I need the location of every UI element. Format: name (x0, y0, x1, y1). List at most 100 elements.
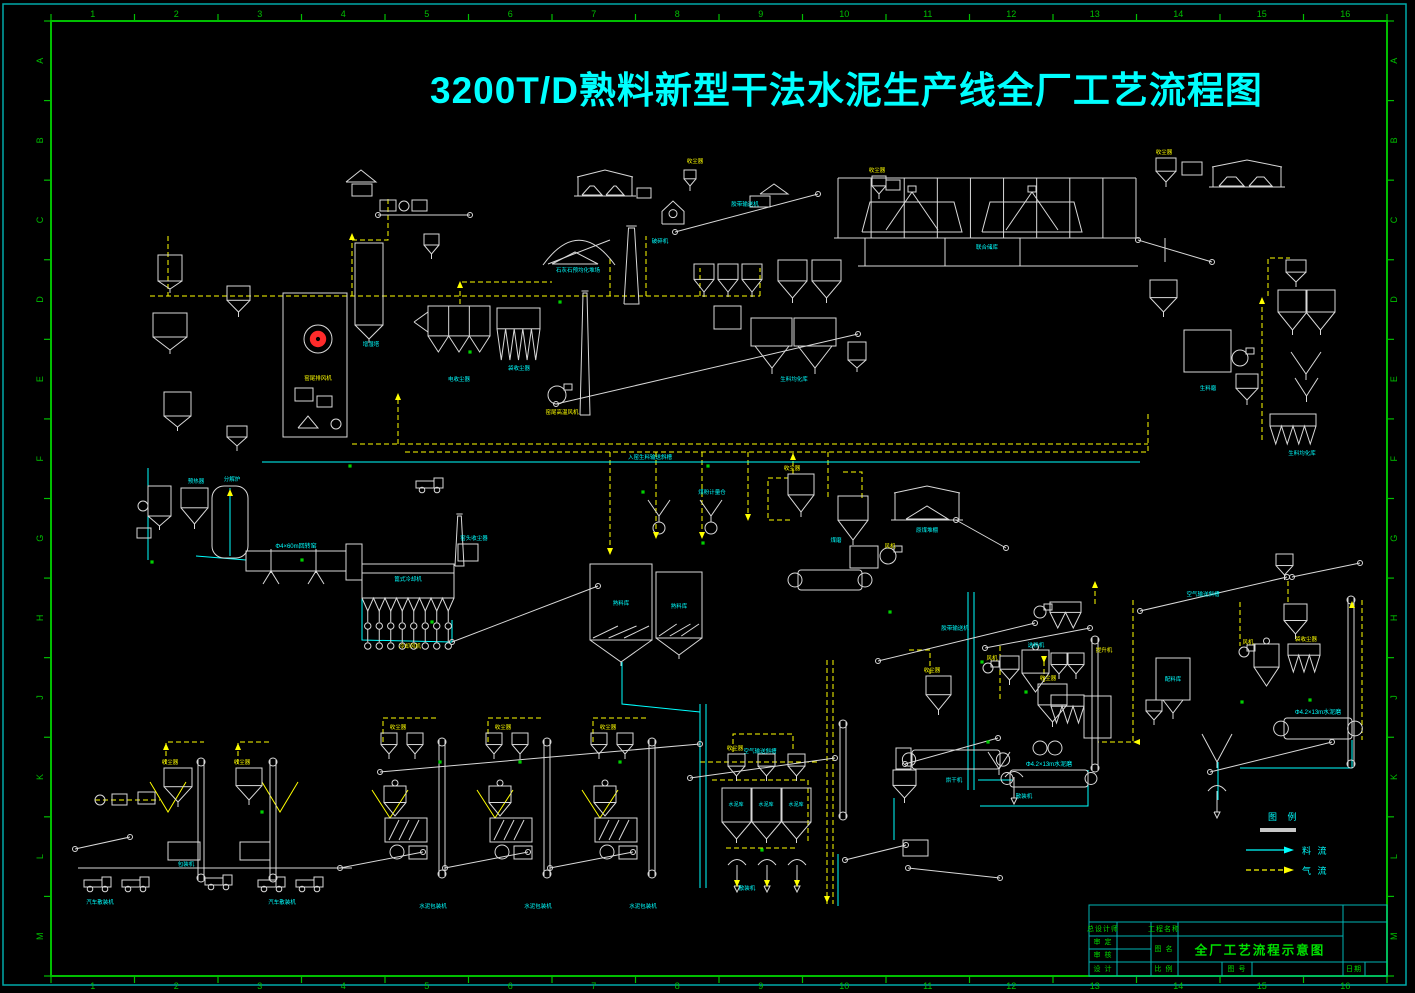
rect-symbol (111, 793, 128, 806)
approved-label: 审 定 (1093, 939, 1113, 946)
conveyor-symbol (377, 741, 703, 775)
funnel-symbol (699, 499, 723, 522)
spout-symbol (757, 859, 777, 894)
drawing-number-label: 图 号 (1227, 966, 1247, 973)
svg-text:6: 6 (508, 981, 513, 991)
conveyor-symbol (905, 865, 1003, 881)
truck-symbol (204, 874, 233, 891)
bagf-symbol (1287, 643, 1321, 674)
cyclone-symbol (380, 732, 398, 759)
sep-symbol (383, 779, 407, 817)
svg-text:H: H (1389, 615, 1399, 622)
circle-symbol (494, 844, 510, 860)
solid-flow-line-icon (1246, 846, 1294, 854)
cyclone-symbol (787, 473, 815, 517)
rect-symbol (457, 543, 479, 562)
circle-symbol (389, 844, 405, 860)
silo-symbol (147, 485, 172, 530)
shed-symbol (891, 485, 963, 521)
rect-symbol (316, 395, 333, 408)
svg-text:E: E (1389, 376, 1399, 382)
gas-flow-line (405, 414, 1149, 453)
svg-text:12: 12 (1006, 9, 1016, 19)
silo-symbol (751, 787, 782, 843)
cyclone-symbol (717, 263, 739, 297)
svg-text:10: 10 (839, 981, 849, 991)
gas-flow-line (487, 717, 543, 742)
svg-text:15: 15 (1257, 9, 1267, 19)
gas-flow-line (581, 789, 619, 819)
diagram-label: 包装机 (178, 860, 195, 868)
diagram-label: 胶带输送机 (941, 624, 969, 632)
conveyor-symbol (442, 849, 531, 871)
elevator-symbol (838, 719, 848, 821)
diagram-label: 袋收尘器 (1295, 635, 1318, 643)
elevator-symbol (196, 757, 206, 883)
conveyor-symbol (982, 625, 1093, 651)
drawing-name-label: 图 名 (1154, 946, 1174, 953)
conveyor-symbol (902, 735, 1001, 767)
svg-text:14: 14 (1173, 981, 1183, 991)
outer-border (2, 3, 1407, 986)
diagram-label: 收尘器 (390, 723, 407, 731)
svg-text:G: G (1389, 535, 1399, 542)
diagram-label: 收尘器 (234, 758, 251, 766)
designed-label: 设 计 (1093, 966, 1113, 973)
circle-symbol (652, 521, 666, 535)
diagram-label: 风机 (986, 654, 998, 662)
truck-symbol (257, 876, 286, 893)
pileT-symbol (1218, 176, 1246, 187)
svg-text:J: J (1389, 695, 1399, 700)
svg-text:11: 11 (923, 9, 932, 19)
cyclone-symbol (1235, 373, 1259, 405)
svg-text:10: 10 (839, 9, 849, 19)
diagram-label: 空气输送斜槽 (1186, 590, 1220, 598)
lshed-symbol (834, 177, 1140, 239)
svg-text:6: 6 (508, 9, 513, 19)
diagram-label: 电收尘器 (448, 375, 471, 383)
bridge-symbol (1005, 185, 1059, 231)
pile-symbol (905, 505, 950, 520)
conveyor-symbol (842, 842, 909, 863)
svg-text:7: 7 (591, 981, 596, 991)
rect-symbol (239, 841, 271, 861)
material-flow-line (1240, 740, 1353, 769)
hatchbox-symbol (594, 817, 638, 843)
rect-symbol (137, 791, 156, 805)
cyclone-symbol (683, 169, 697, 191)
diagram-label: 生料均化库 (1288, 449, 1316, 457)
funnel-symbol (987, 751, 1011, 775)
title-block-grid (1088, 904, 1388, 977)
svg-text:13: 13 (1090, 9, 1100, 19)
svg-text:C: C (1389, 216, 1399, 223)
svg-text:B: B (1389, 137, 1399, 143)
truck-symbol (415, 477, 444, 494)
legend-material-flow-label: 料 流 (1302, 845, 1329, 856)
gas-flow-line (351, 198, 389, 296)
svg-text:5: 5 (424, 9, 429, 19)
diagram-label: 原煤堆棚 (916, 526, 939, 534)
diagram-labels: 石灰石预均化堆场破碎机联合储库胶带输送机电收尘器袋收尘器窑尾排风机增湿塔生料均化… (86, 148, 1341, 910)
gas-flow-line (1098, 600, 1134, 743)
svg-text:9: 9 (758, 981, 763, 991)
diagram-label: 收尘器 (727, 744, 744, 752)
drawing-title: 3200T/D熟料新型干法水泥生产线全厂工艺流程图 (430, 70, 1263, 111)
svg-text:D: D (35, 296, 45, 303)
cyclone-symbol (1277, 289, 1308, 335)
gas-flow-line (149, 781, 187, 813)
pileT-symbol (981, 201, 1083, 233)
svg-text:4: 4 (341, 981, 346, 991)
cyclone-symbol (590, 732, 608, 759)
cyclone-symbol (1285, 259, 1307, 287)
svg-text:11: 11 (923, 981, 932, 991)
funnel-symbol (1294, 377, 1319, 402)
svg-text:A: A (1389, 58, 1399, 64)
truck-symbol (83, 876, 112, 893)
diagram-label: 煤粉计量仓 (698, 488, 726, 496)
diagram-label: 石灰石预均化堆场 (556, 266, 601, 274)
silo-symbol (157, 254, 183, 293)
conveyor-symbol (547, 849, 636, 871)
diagram-label: 预热器 (188, 477, 205, 485)
circle-symbol (1032, 740, 1048, 756)
